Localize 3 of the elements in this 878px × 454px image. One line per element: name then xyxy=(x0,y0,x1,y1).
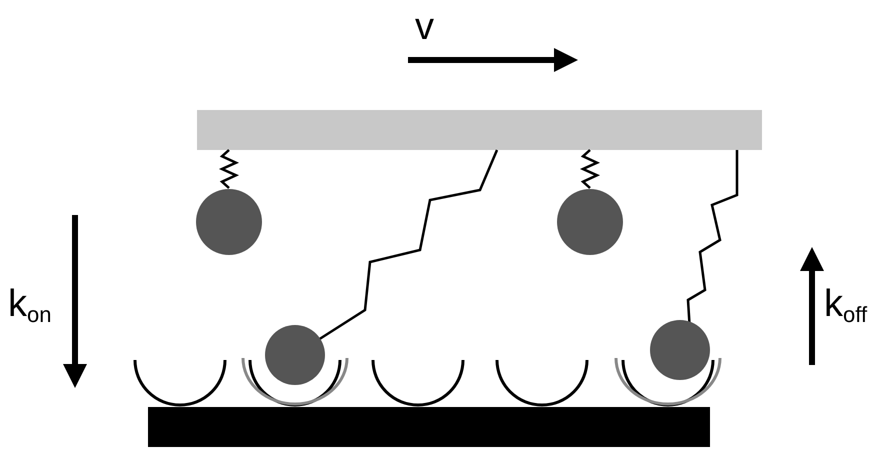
rate-label: k$_{off}$ xyxy=(824,285,868,326)
velocity-label: v xyxy=(415,8,434,46)
rate-label: k$_{on}$ xyxy=(8,285,52,326)
